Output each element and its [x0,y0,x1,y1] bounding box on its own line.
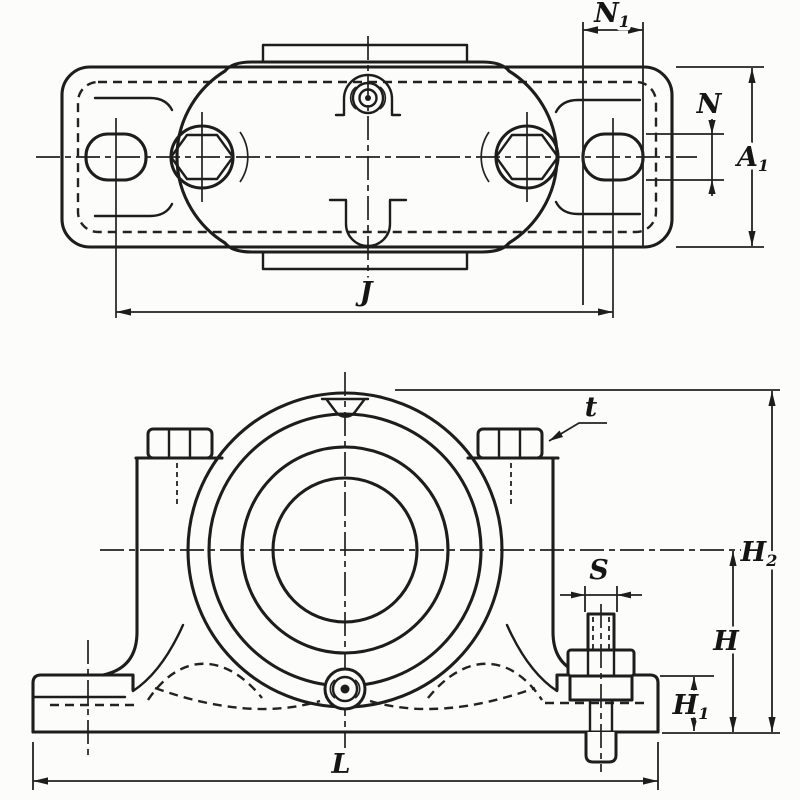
anchor-bolt-assembly [566,604,636,772]
right-cap-bolt-head [476,427,544,460]
N1-arrow-right [628,26,643,34]
right-web-fillet [505,623,559,693]
left-cap-bolt [101,427,224,677]
right-cap-bolt-head-facets [497,427,522,460]
L-arrow-left [33,777,48,785]
bottom-boss-tab [261,250,469,271]
dim-label-N: N [696,89,723,120]
right-boss-arc [480,131,490,183]
dim-label-N1: N1 [593,0,630,31]
S-arrow-left [571,591,585,599]
grease-fitting-outer-circle [351,81,385,115]
left-cap-bolt-head [146,427,214,460]
dimension-H2: H2 [395,389,781,734]
dim-label-t: t [585,392,598,423]
right-slot-recess-top [554,98,642,114]
bottom-cutout [328,198,408,248]
A1-arrow-bottom [748,231,756,246]
A1-arrow-top [748,68,756,83]
S-arrow-right [617,591,631,599]
base [31,662,660,734]
anchor-nut-facets [586,648,616,678]
J-arrow-left [116,308,131,316]
H1-arrow-bottom [690,718,698,731]
t-leader-arrow [549,430,563,441]
oil-notch-funnel [325,398,366,418]
dim-label-A1: A1 [734,142,769,175]
H2-arrow-bottom [768,717,776,732]
N-arrow-bottom [708,180,716,194]
H2-arrow-top [768,391,776,406]
arch-hidden-peak-left [147,662,263,701]
left-boss-arc [239,131,249,183]
left-slot-recess-top [93,96,174,112]
dim-label-S: S [589,555,609,586]
J-arrow-right [598,308,613,316]
N1-arrow-left [583,26,598,34]
base-plate-hidden-edge [76,80,658,234]
dim-label-L: L [331,749,351,780]
grease-fitting-top-view [334,73,402,117]
dimension-L: L [32,742,659,790]
base-left-edge [31,673,135,734]
grease-boss-arc-right [354,679,361,699]
left-web-fillet [131,623,185,693]
base-right-edge [555,673,660,734]
H1-arrow-top [690,677,698,690]
right-slot-recess-bottom [554,200,642,216]
top-boss-tab [261,43,469,64]
right-hex-bolt-hole [480,124,560,190]
left-shoulder-outer-edge [101,456,139,677]
right-bolt-hex-head [494,133,560,181]
arch-hidden-dip-right [369,686,536,711]
top-oil-notch [320,397,370,418]
L-arrow-right [643,777,658,785]
dimension-H1: H1 [660,675,714,731]
dim-label-H: H [712,626,740,657]
left-mounting-slot [84,132,148,182]
bearing-ring-circle [240,445,450,655]
arch-hidden-dip-left [154,686,321,711]
grease-fitting-arc-left [349,86,357,110]
anchor-bolt-shank [588,698,614,734]
grease-boss-mid [331,675,359,703]
H-arrow-top [729,551,737,566]
front-view: t H2 H H1 [31,372,781,790]
dim-label-H1: H1 [672,690,710,723]
grease-fitting-arc-right [379,86,387,110]
N-arrow-top [708,120,716,134]
dimension-H: H [709,551,744,732]
left-slot-recess-bottom [93,202,174,218]
right-cap-bolt [466,427,589,677]
grease-fitting-mid-circle [358,88,378,108]
dimension-t: t [548,389,607,442]
H-arrow-bottom [729,717,737,732]
dim-label-J: J [355,277,375,308]
left-cap-bolt-head-facets [167,427,192,460]
grease-fitting-center-dot [365,95,371,101]
dimension-S: S [560,552,642,612]
shaft-bore-circle [271,476,419,624]
dimension-J: J [116,274,613,316]
grease-boss-arc-left [329,679,336,699]
grease-fitting-front-view [323,667,367,711]
right-shoulder-outer-edge [551,456,589,677]
dim-label-H2: H2 [740,537,778,570]
dimension-N: N [646,86,726,196]
grease-boss-dot [340,684,350,694]
arch-hidden-peak-right [427,662,543,701]
dimension-N1: N1 [582,0,644,305]
left-bolt-hex-head [169,133,235,181]
left-hex-bolt-hole [169,124,249,190]
housing-body-outline [175,60,559,254]
top-view: N1 N A1 J [36,0,773,318]
grease-fitting-housing [334,73,402,117]
